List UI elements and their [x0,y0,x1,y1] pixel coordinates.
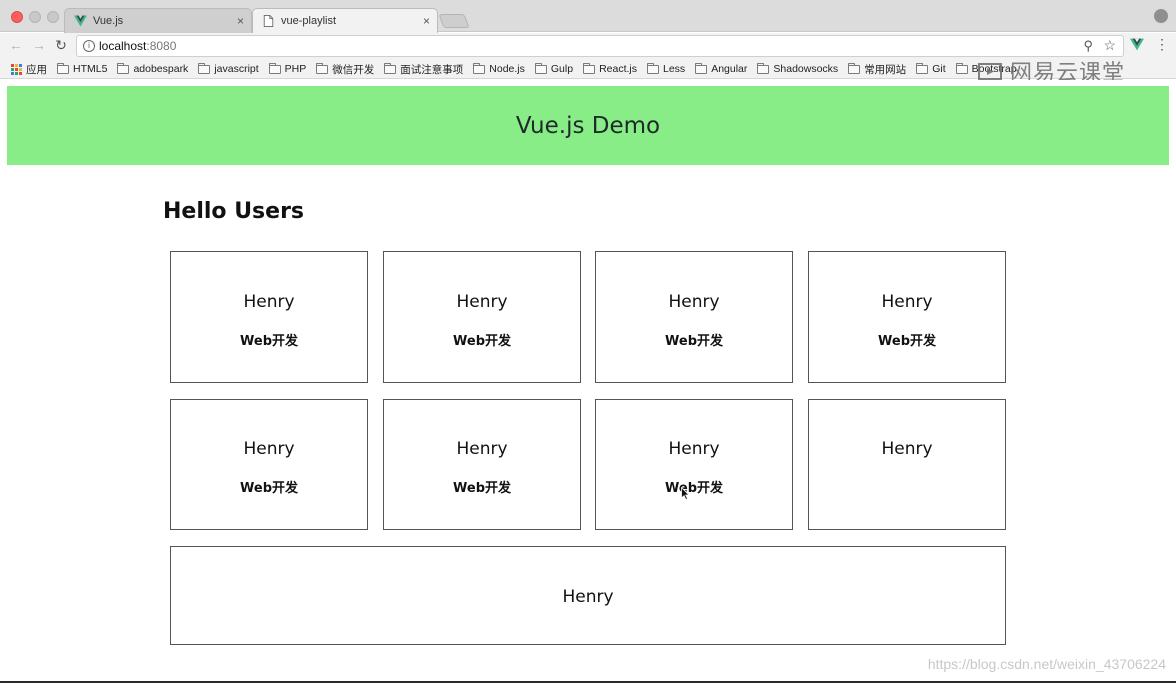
forward-arrow-icon[interactable]: → [32,37,46,53]
back-arrow-icon[interactable]: ← [9,37,23,53]
mouse-cursor-icon [681,487,690,500]
app-header: Vue.js Demo [7,86,1169,165]
bookmark-folder[interactable]: adobespark [117,62,188,75]
bookmark-folder[interactable]: javascript [198,62,259,75]
user-card[interactable]: Henry [808,399,1006,530]
browser-toolbar: ← → ↻ i localhost:8080 ⚲ ☆ ⋮ [0,33,1176,60]
folder-icon [583,62,596,74]
tab-title: Vue.js [93,15,124,27]
apps-icon [11,63,22,75]
bookmark-folder[interactable]: Less [647,62,685,75]
user-name: Henry [668,292,720,312]
bookmarks-bar: 应用 HTML5 adobespark javascript PHP 微信开发 … [0,60,1176,79]
vue-logo-icon [74,15,87,27]
window-bottom-edge [0,681,1176,683]
user-name: Henry [881,292,933,312]
folder-icon [916,62,929,74]
user-name: Henry [881,439,933,459]
close-window-button[interactable] [11,11,23,23]
user-card[interactable]: Henry Web开发 [170,251,368,383]
user-role: Web开发 [878,334,936,349]
vue-devtools-icon[interactable] [1130,38,1144,51]
minimize-window-button[interactable] [29,11,41,23]
app-title: Vue.js Demo [515,112,661,139]
user-card[interactable]: Henry Web开发 [383,251,581,383]
folder-icon [955,62,968,74]
browser-tab-bar: Vue.js × vue-playlist × [0,0,1176,33]
browser-menu-icon[interactable]: ⋮ [1155,36,1169,52]
folder-icon [198,62,211,74]
user-role: Web开发 [453,481,511,496]
site-info-icon[interactable]: i [83,40,95,52]
bookmark-folder[interactable]: Node.js [473,62,525,75]
user-role: Web开发 [240,481,298,496]
user-name: Henry [243,292,295,312]
blog-watermark: https://blog.csdn.net/weixin_43706224 [927,656,1166,672]
folder-icon [117,62,130,74]
address-bar[interactable]: i localhost:8080 ⚲ ☆ [76,35,1124,57]
reload-icon[interactable]: ↻ [55,37,67,53]
bookmark-folder[interactable]: Git [916,62,946,75]
folder-icon [757,62,770,74]
user-name: Henry [562,587,614,607]
bookmark-folder[interactable]: Angular [695,62,747,75]
profile-icon[interactable] [1154,9,1168,23]
user-role: Web开发 [665,481,723,496]
user-card[interactable]: Henry Web开发 [595,399,793,530]
bookmark-folder[interactable]: React.js [583,62,637,75]
bookmark-star-icon[interactable]: ☆ [1103,37,1116,53]
user-card[interactable]: Henry [170,546,1006,645]
page-viewport: Vue.js Demo Hello Users Henry Web开发 Henr… [6,80,1170,682]
folder-icon [316,62,329,74]
user-role: Web开发 [240,334,298,349]
bookmark-folder[interactable]: 面试注意事项 [384,62,463,77]
address-url: localhost:8080 [99,39,177,53]
bookmark-folder[interactable]: Shadowsocks [757,62,838,75]
folder-icon [695,62,708,74]
bookmark-folder[interactable]: Bootstrap [955,62,1017,75]
folder-icon [534,62,547,74]
section-title: Hello Users [163,199,305,224]
folder-icon [848,62,861,74]
user-card[interactable]: Henry Web开发 [808,251,1006,383]
tab-vue-playlist[interactable]: vue-playlist × [252,8,438,33]
bookmark-folder[interactable]: Gulp [534,62,573,75]
tab-close-icon[interactable]: × [236,14,244,28]
user-card[interactable]: Henry Web开发 [170,399,368,530]
folder-icon [384,62,397,74]
user-role: Web开发 [453,334,511,349]
zoom-icon[interactable]: ⚲ [1083,38,1093,53]
maximize-window-button[interactable] [47,11,59,23]
bookmark-folder[interactable]: PHP [268,62,306,75]
user-card[interactable]: Henry Web开发 [383,399,581,530]
tab-vuejs[interactable]: Vue.js × [64,8,252,33]
bookmark-apps[interactable]: 应用 [11,62,47,77]
bookmark-folder[interactable]: 微信开发 [316,62,374,77]
bookmark-folder[interactable]: 常用网站 [848,62,906,77]
user-name: Henry [243,439,295,459]
play-logo-icon [978,63,1002,80]
user-name: Henry [668,439,720,459]
folder-icon [268,62,281,74]
tab-title: vue-playlist [281,15,337,27]
user-role: Web开发 [665,334,723,349]
bookmark-folder[interactable]: HTML5 [57,62,107,75]
folder-icon [647,62,659,74]
user-name: Henry [456,439,508,459]
new-tab-button[interactable] [438,14,470,28]
folder-icon [57,62,69,74]
user-name: Henry [456,292,508,312]
tab-close-icon[interactable]: × [422,14,430,28]
user-card[interactable]: Henry Web开发 [595,251,793,383]
folder-icon [473,62,486,74]
page-icon [263,15,274,27]
